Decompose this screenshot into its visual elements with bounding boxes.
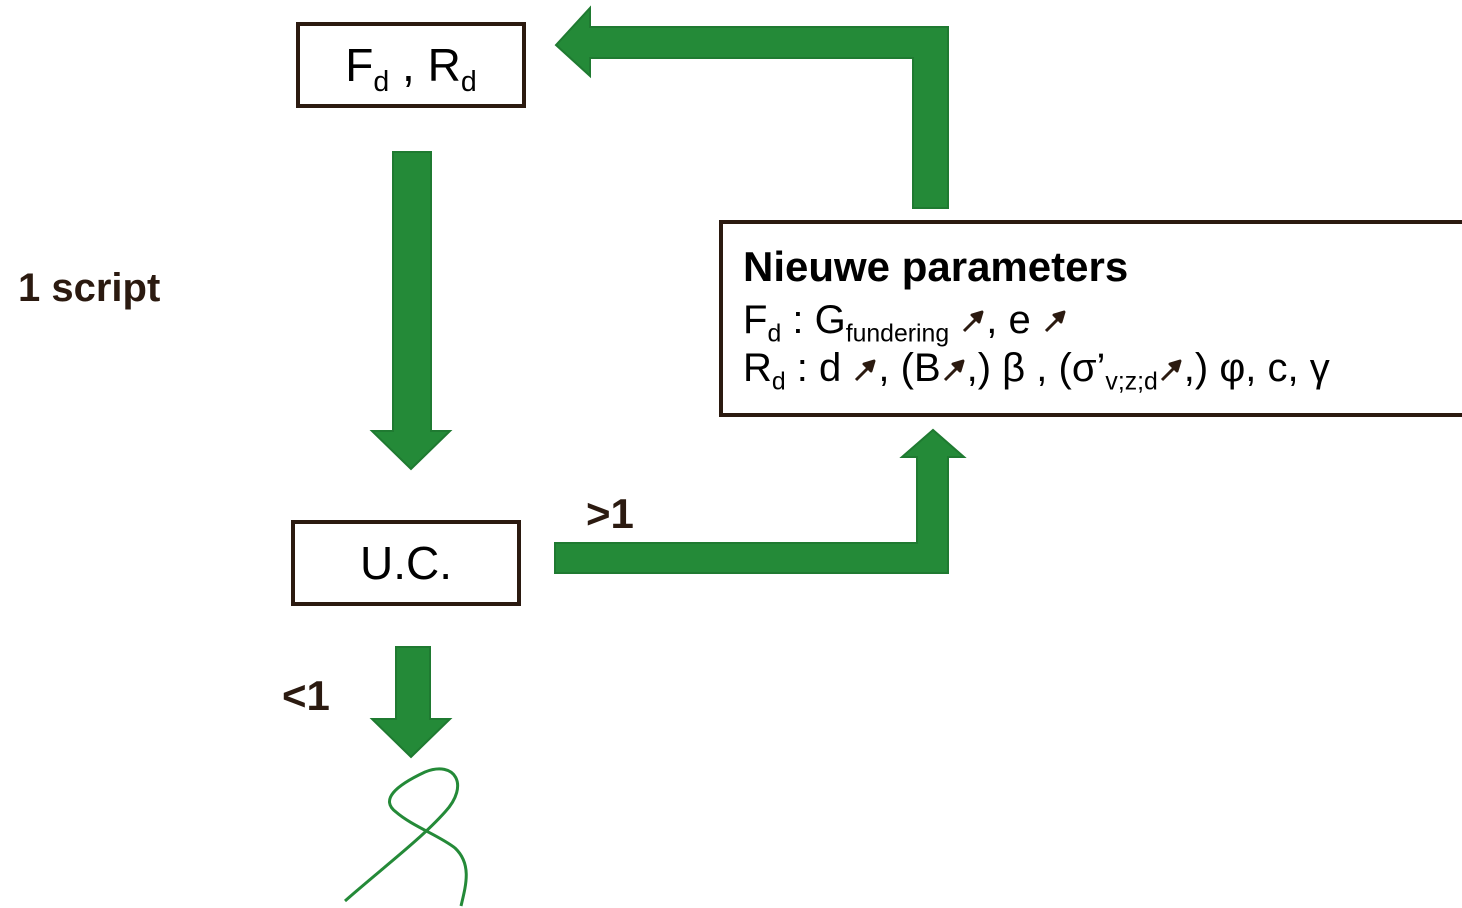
label-greater-than-one: >1 xyxy=(586,490,634,537)
label-less-than-one: <1 xyxy=(282,672,330,719)
arrow-uc-to-params xyxy=(554,428,967,574)
params-title: Nieuwe parameters xyxy=(743,243,1129,290)
node-new-parameters: Nieuwe parameters Fd : Gfundering , e Rd… xyxy=(719,220,1462,417)
params-fd-line: Fd : Gfundering , e xyxy=(743,300,1462,347)
increase-arrow-icon xyxy=(960,302,986,342)
node-uc-label: U.C. xyxy=(360,537,452,589)
node-uc: U.C. xyxy=(291,520,521,606)
node-fd-rd: Fd , Rd xyxy=(296,22,526,108)
params-rd-line: Rd : d , (B,) β , (σ’v;z;d,) φ, c, γ xyxy=(743,346,1330,397)
increase-arrow-icon xyxy=(1158,351,1184,391)
increase-arrow-icon xyxy=(941,351,967,391)
arrow-down-uc-to-fail xyxy=(369,646,453,759)
increase-arrow-icon xyxy=(852,351,878,391)
side-label-1-script: 1 script xyxy=(18,266,161,310)
increase-arrow-icon xyxy=(1042,302,1068,342)
arrow-params-to-fr xyxy=(554,5,949,209)
arrow-down-fr-to-uc xyxy=(369,151,453,471)
tangle-curve-icon xyxy=(344,767,468,907)
node-fd-rd-label: Fd , Rd xyxy=(345,39,477,98)
